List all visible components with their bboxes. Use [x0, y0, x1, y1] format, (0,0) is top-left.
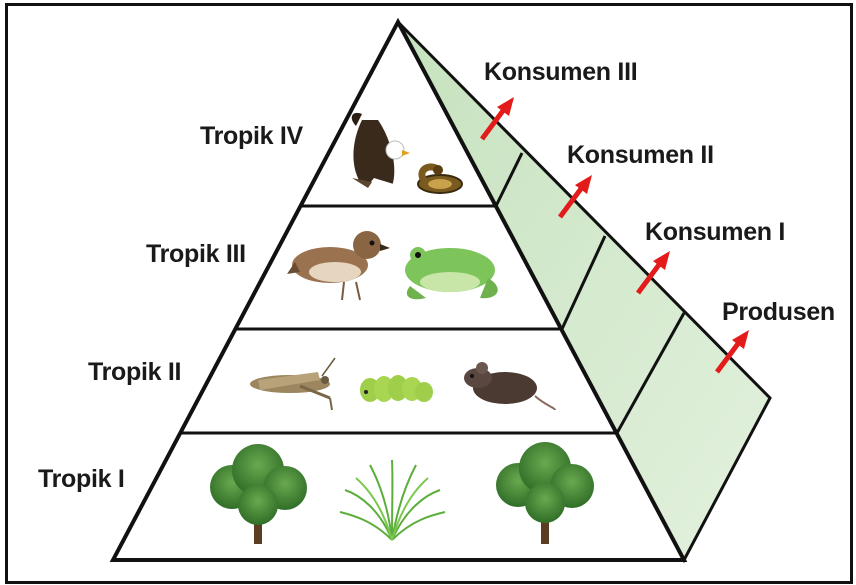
tropik-ii-label: Tropik II — [88, 358, 181, 386]
produsen-label: Produsen — [722, 298, 835, 326]
tropik-i-label: Tropik I — [38, 465, 125, 493]
konsumen-i-label: Konsumen I — [645, 218, 785, 246]
konsumen-iii-label: Konsumen III — [484, 58, 637, 86]
konsumen-ii-label: Konsumen II — [567, 141, 714, 169]
tropik-iii-label: Tropik III — [146, 240, 246, 268]
tropik-iv-label: Tropik IV — [200, 122, 304, 150]
